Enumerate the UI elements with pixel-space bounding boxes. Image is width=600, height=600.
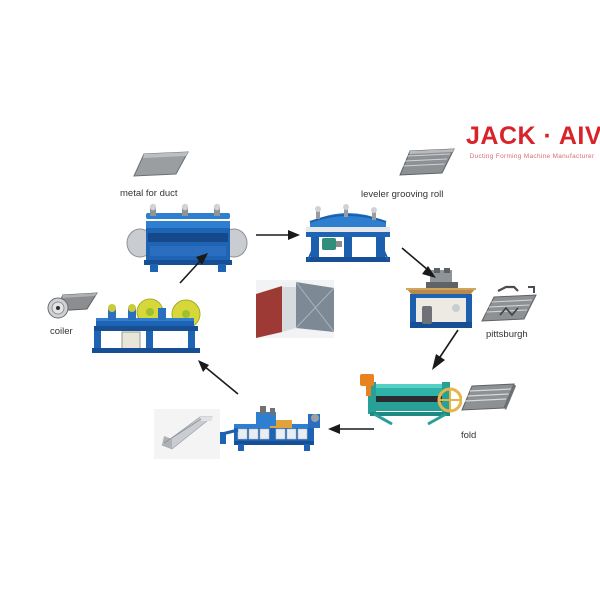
arrow-fold-to-rollform [326, 422, 374, 436]
coil-to-sheet-icon [47, 287, 99, 323]
roll-forming-line-machine [220, 400, 330, 452]
label-pittsburgh: pittsburgh [486, 329, 528, 340]
pittsburgh-lock-sheet-icon [478, 281, 542, 325]
label-fold: fold [461, 430, 477, 441]
grooving-roll-machine [300, 198, 396, 264]
flat-sheet-icon [130, 148, 192, 180]
arrow-grooving-to-pittsburgh [401, 247, 442, 282]
duct-product-photo [256, 280, 334, 338]
label-leveler-grooving-roll: leveler grooving roll [361, 189, 444, 200]
brand-subtitle: Ducting Forming Machine Manufacturer [469, 153, 595, 160]
angle-profile-photo [154, 409, 220, 459]
folding-machine [358, 368, 462, 426]
arrow-leveler-to-grooving [256, 228, 302, 242]
brand-logo: JACK · AIVA Ducting Forming Machine Manu… [466, 122, 600, 161]
grooved-sheet-icon [396, 146, 458, 180]
folded-sheet-icon [458, 380, 520, 416]
arrow-pittsburgh-to-fold [428, 329, 464, 372]
decoiler-machine [88, 292, 204, 354]
arrow-coiler-to-leveler [178, 253, 212, 285]
pittsburgh-lockformer-machine [400, 268, 482, 330]
leveler-machine [124, 203, 248, 273]
label-coiler: coiler [50, 326, 73, 337]
label-metal-for-duct: metal for duct [120, 188, 178, 199]
brand-title: JACK · AIVA [466, 122, 600, 150]
arrow-rollform-to-coiler [196, 360, 240, 396]
